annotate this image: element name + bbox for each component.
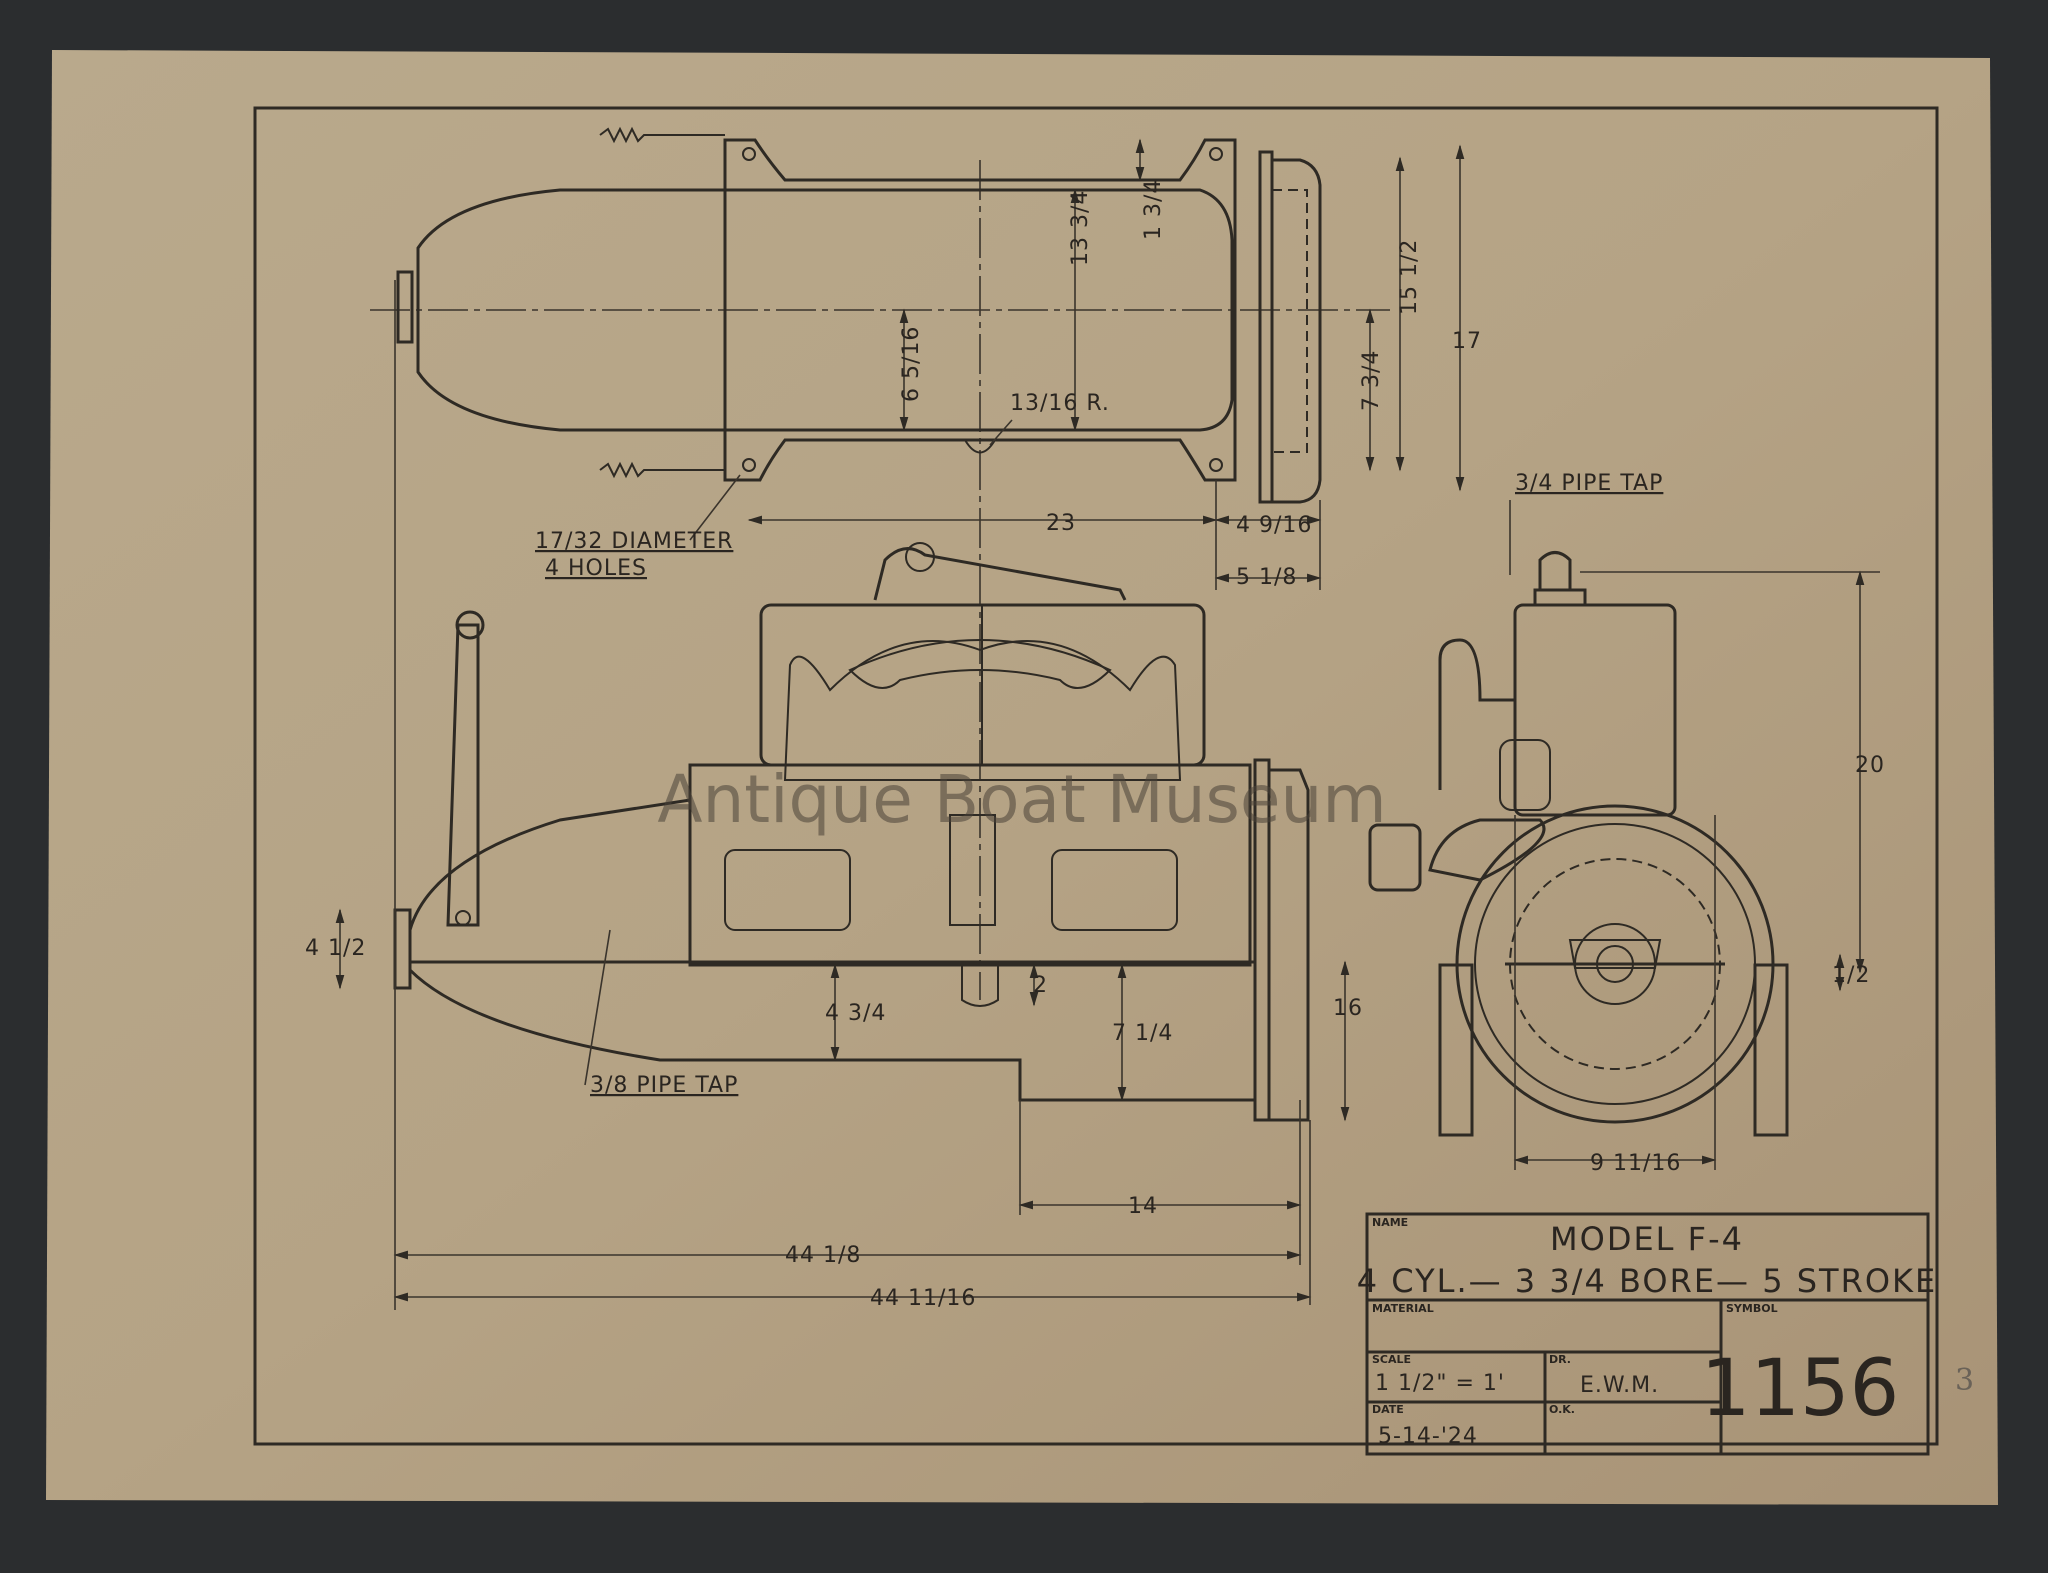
note-pipe-tap-side: 3/8 PIPE TAP (590, 1073, 738, 1098)
scale-label: SCALE (1372, 1353, 1411, 1366)
date-label: DATE (1372, 1403, 1404, 1416)
model-spec: 4 CYL.— 3 3/4 BORE— 5 STROKE (1357, 1262, 1937, 1300)
dim-44-11-16: 44 11/16 (870, 1286, 976, 1311)
dim-1-3-4: 1 3/4 (1141, 179, 1166, 240)
dim-2: 2 (1033, 973, 1048, 998)
pencil-mark: 3 (1955, 1363, 1974, 1398)
dim-7-1-4: 7 1/4 (1112, 1021, 1173, 1046)
note-hole-diameter: 17/32 DIAMETER (535, 529, 733, 554)
paper-sheet (46, 50, 1998, 1505)
symbol-value: 1156 (1701, 1344, 1900, 1434)
drawn-by-label: DR. (1549, 1353, 1571, 1366)
dim-5-1-8: 5 1/8 (1236, 565, 1297, 590)
dim-4-9-16: 4 9/16 (1236, 513, 1312, 538)
dim-13-16-radius: 13/16 R. (1010, 391, 1110, 416)
dim-9-11-16: 9 11/16 (1590, 1151, 1681, 1176)
dim-16: 16 (1333, 996, 1363, 1021)
watermark: Antique Boat Museum (657, 761, 1386, 838)
model-name: MODEL F-4 (1550, 1220, 1744, 1258)
front-view (1368, 500, 1880, 1170)
dim-44-1-8: 44 1/8 (785, 1243, 861, 1268)
dim-4-1-2: 4 1/2 (305, 936, 366, 961)
dim-13-3-4: 13 3/4 (1068, 190, 1093, 266)
dim-6-5-16: 6 5/16 (899, 326, 924, 402)
dim-15-1-2: 15 1/2 (1397, 239, 1422, 315)
side-view (335, 280, 1350, 1310)
dim-23: 23 (1046, 511, 1076, 536)
name-label: NAME (1372, 1216, 1408, 1229)
dim-4-3-4: 4 3/4 (825, 1001, 886, 1026)
material-label: MATERIAL (1372, 1302, 1434, 1315)
dim-14: 14 (1128, 1194, 1158, 1219)
symbol-label: SYMBOL (1726, 1302, 1778, 1315)
dim-17: 17 (1452, 329, 1482, 354)
date-value: 5-14-'24 (1378, 1424, 1478, 1449)
dim-20: 20 (1855, 753, 1885, 778)
scale-value: 1 1/2" = 1' (1375, 1371, 1505, 1396)
drawing-border (253, 106, 1939, 1446)
dim-1-2: 1/2 (1832, 963, 1870, 988)
note-pipe-tap-top: 3/4 PIPE TAP (1515, 471, 1663, 496)
note-four-holes: 4 HOLES (545, 556, 647, 581)
top-view (370, 126, 1465, 1000)
ok-label: O.K. (1549, 1403, 1575, 1416)
drawn-by-value: E.W.M. (1580, 1373, 1659, 1398)
title-block (1365, 1212, 1930, 1456)
dim-7-3-4: 7 3/4 (1359, 350, 1384, 411)
